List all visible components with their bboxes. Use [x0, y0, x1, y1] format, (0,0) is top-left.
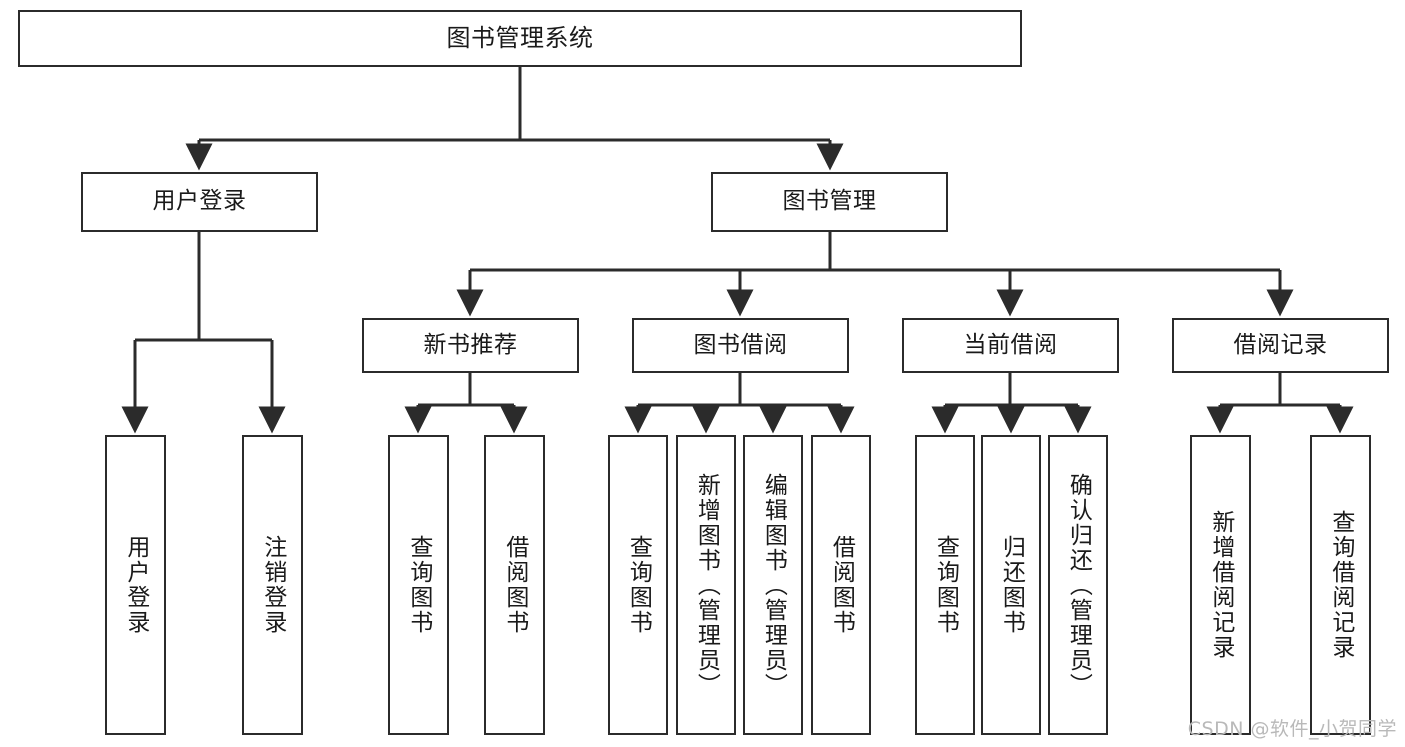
node-new-book-recommend[interactable]: 新书推荐 — [362, 318, 579, 373]
leaf-confirm-return-admin-label: 确认归还（管理员） — [1065, 472, 1092, 698]
leaf-query-book-borrow[interactable]: 查询图书 — [608, 435, 668, 735]
leaf-query-borrow-record-label: 查询借阅记录 — [1327, 510, 1354, 660]
leaf-add-book-admin-label: 新增图书（管理员） — [693, 472, 720, 698]
node-book-borrow-label: 图书借阅 — [693, 331, 788, 358]
csdn-watermark: CSDN @软件_小贺同学 — [1187, 718, 1397, 740]
leaf-borrow-book-recommend[interactable]: 借阅图书 — [484, 435, 545, 735]
leaf-user-login-label: 用户登录 — [122, 535, 149, 635]
leaf-add-book-admin[interactable]: 新增图书（管理员） — [676, 435, 736, 735]
node-borrow-record[interactable]: 借阅记录 — [1172, 318, 1389, 373]
leaf-add-borrow-record-label: 新增借阅记录 — [1207, 510, 1234, 660]
leaf-add-borrow-record[interactable]: 新增借阅记录 — [1190, 435, 1251, 735]
leaf-query-book-recommend-label: 查询图书 — [405, 535, 432, 635]
leaf-borrow-book[interactable]: 借阅图书 — [811, 435, 871, 735]
leaf-query-book-current-label: 查询图书 — [932, 535, 959, 635]
leaf-query-borrow-record[interactable]: 查询借阅记录 — [1310, 435, 1371, 735]
node-user-login-label: 用户登录 — [152, 188, 247, 215]
node-new-book-recommend-label: 新书推荐 — [423, 331, 518, 358]
leaf-query-book-borrow-label: 查询图书 — [625, 535, 652, 635]
node-root-label: 图书管理系统 — [446, 24, 594, 53]
node-book-management[interactable]: 图书管理 — [711, 172, 948, 232]
node-borrow-record-label: 借阅记录 — [1233, 331, 1328, 358]
leaf-borrow-book-label: 借阅图书 — [828, 535, 855, 635]
node-root[interactable]: 图书管理系统 — [18, 10, 1022, 67]
node-book-management-label: 图书管理 — [782, 188, 877, 215]
leaf-borrow-book-recommend-label: 借阅图书 — [501, 535, 528, 635]
leaf-query-book-recommend[interactable]: 查询图书 — [388, 435, 449, 735]
node-current-borrow[interactable]: 当前借阅 — [902, 318, 1119, 373]
node-current-borrow-label: 当前借阅 — [963, 331, 1058, 358]
node-user-login[interactable]: 用户登录 — [81, 172, 318, 232]
leaf-return-book-label: 归还图书 — [998, 535, 1025, 635]
leaf-query-book-current[interactable]: 查询图书 — [915, 435, 975, 735]
leaf-edit-book-admin-label: 编辑图书（管理员） — [760, 472, 787, 698]
leaf-logout[interactable]: 注销登录 — [242, 435, 303, 735]
leaf-edit-book-admin[interactable]: 编辑图书（管理员） — [743, 435, 803, 735]
leaf-user-login[interactable]: 用户登录 — [105, 435, 166, 735]
node-book-borrow[interactable]: 图书借阅 — [632, 318, 849, 373]
leaf-return-book[interactable]: 归还图书 — [981, 435, 1041, 735]
leaf-logout-label: 注销登录 — [259, 535, 286, 635]
leaf-confirm-return-admin[interactable]: 确认归还（管理员） — [1048, 435, 1108, 735]
